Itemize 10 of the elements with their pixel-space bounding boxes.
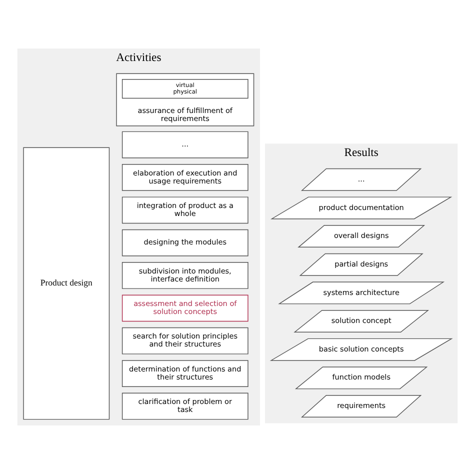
- node-box: subdivision into modules, interface definition: [121, 262, 248, 289]
- node-box: clarification of problem or task: [121, 392, 248, 420]
- node-box: assessment and selection of solution concepts: [121, 294, 248, 322]
- node-box: Product design: [22, 147, 110, 420]
- node-box: search for solution principles and their structures: [121, 327, 248, 354]
- node-box: elaboration of execution and usage requirements: [121, 164, 248, 191]
- node-box: ...: [121, 131, 248, 158]
- node-box: determination of functions and their structures: [121, 360, 248, 387]
- node-box: integration of product as a whole: [121, 196, 248, 224]
- node-box: designing the modules: [121, 229, 248, 256]
